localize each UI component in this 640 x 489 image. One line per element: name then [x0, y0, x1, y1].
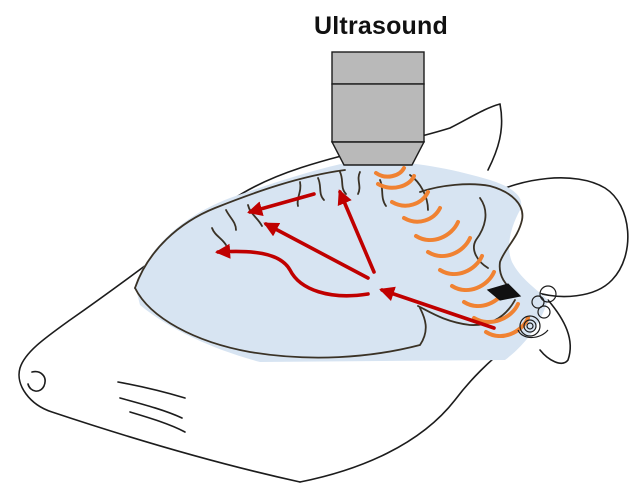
transducer-cap — [332, 52, 424, 84]
nose-outline — [28, 372, 45, 391]
sulcus-line — [358, 172, 360, 194]
transducer-body — [332, 84, 424, 142]
ear-canal-outline — [540, 300, 570, 363]
whisker-line — [118, 382, 185, 398]
ultrasound-transducer-icon — [332, 52, 424, 165]
transducer-tip — [332, 142, 424, 165]
jaw-outline — [300, 345, 510, 482]
whisker-line — [120, 398, 182, 418]
